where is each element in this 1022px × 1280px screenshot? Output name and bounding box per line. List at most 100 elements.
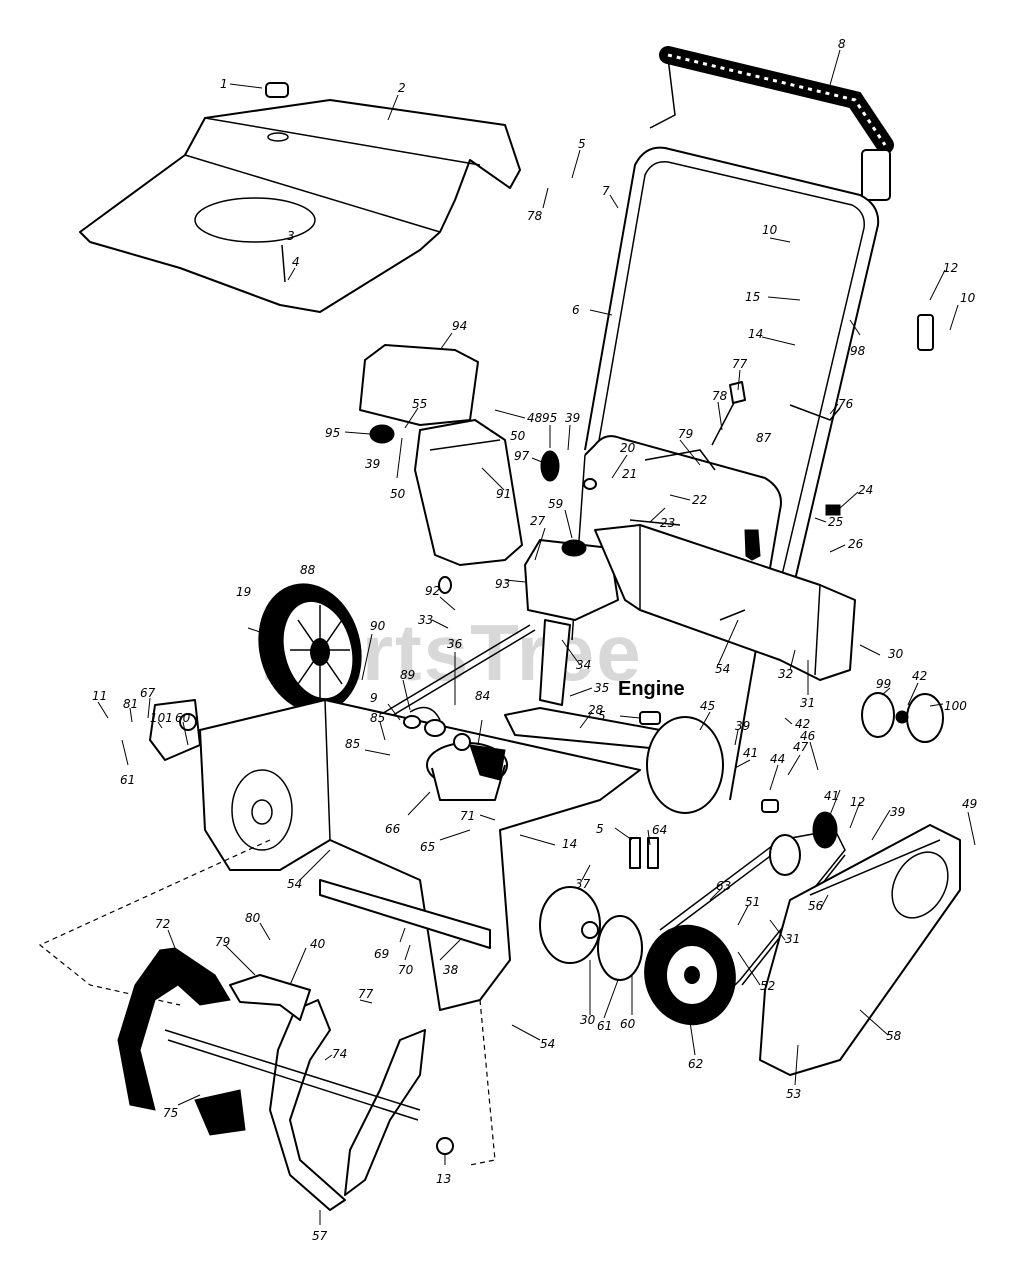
svg-text:88: 88 <box>300 563 316 577</box>
svg-text:5: 5 <box>578 137 586 151</box>
chute-deflector <box>359 344 479 426</box>
svg-text:30: 30 <box>580 1013 596 1027</box>
chute-knob-left <box>369 424 395 444</box>
callout: 80 <box>245 911 271 941</box>
svg-text:85: 85 <box>370 711 385 725</box>
callout: 12 <box>849 795 865 829</box>
svg-text:42: 42 <box>795 717 810 731</box>
svg-text:69: 69 <box>374 947 389 961</box>
callout: 4 <box>287 255 300 281</box>
callout: 28 <box>579 703 604 729</box>
svg-text:61: 61 <box>120 773 135 787</box>
callout: 62 <box>688 1021 703 1071</box>
auger-shaft-tube <box>504 707 661 749</box>
svg-text:9: 9 <box>370 691 378 705</box>
svg-text:48: 48 <box>527 411 543 425</box>
callout: 7 <box>602 184 619 209</box>
callout: 5 <box>571 137 586 179</box>
callout: 61 <box>120 739 135 787</box>
svg-text:90: 90 <box>370 619 386 633</box>
callout: 3 <box>287 229 295 243</box>
callout: 24 <box>839 483 873 509</box>
callout: 39 <box>871 805 905 841</box>
svg-text:11: 11 <box>92 689 107 703</box>
svg-text:92: 92 <box>425 584 440 598</box>
svg-text:61: 61 <box>597 1019 612 1033</box>
svg-text:13: 13 <box>436 1172 451 1186</box>
svg-text:28: 28 <box>588 703 604 717</box>
svg-text:79: 79 <box>678 427 693 441</box>
svg-text:32: 32 <box>778 667 793 681</box>
callout: 59 <box>548 497 573 539</box>
svg-text:6: 6 <box>572 303 580 317</box>
svg-text:89: 89 <box>400 668 415 682</box>
svg-text:78: 78 <box>527 209 543 223</box>
cap <box>265 82 289 98</box>
svg-text:77: 77 <box>358 987 374 1001</box>
svg-text:45: 45 <box>700 699 715 713</box>
svg-text:84: 84 <box>475 689 490 703</box>
callout: 54 <box>511 1024 555 1051</box>
callout: 77 <box>358 987 374 1004</box>
svg-text:26: 26 <box>848 537 864 551</box>
side-plate-right <box>646 716 724 814</box>
callout: 5 <box>598 709 641 723</box>
drive-pulley <box>644 924 736 1026</box>
callout: 69 <box>374 927 406 961</box>
svg-text:93: 93 <box>495 577 510 591</box>
svg-text:99: 99 <box>876 677 891 691</box>
callout: 97 <box>514 449 543 463</box>
svg-text:14: 14 <box>748 327 763 341</box>
callout: 31 <box>800 660 815 710</box>
svg-text:47: 47 <box>793 740 809 754</box>
callout: 71 <box>460 809 496 823</box>
callout: 10 <box>762 223 791 243</box>
callout: 39 <box>565 411 580 451</box>
callout: 50 <box>390 437 406 501</box>
svg-text:80: 80 <box>245 911 261 925</box>
callout: 14 <box>748 327 796 346</box>
svg-text:41: 41 <box>743 746 758 760</box>
svg-text:24: 24 <box>858 483 873 497</box>
svg-text:63: 63 <box>716 879 731 893</box>
shave-plate <box>319 879 491 949</box>
callout: 36 <box>447 637 463 705</box>
belt-cover <box>759 824 961 1076</box>
svg-text:19: 19 <box>236 585 251 599</box>
callout: 85 <box>370 711 386 741</box>
svg-text:53: 53 <box>786 1087 801 1101</box>
svg-text:95: 95 <box>325 426 340 440</box>
callout: 39 <box>734 719 750 746</box>
callout: 14 <box>519 834 577 851</box>
svg-text:10: 10 <box>762 223 778 237</box>
svg-text:38: 38 <box>443 963 459 977</box>
svg-text:22: 22 <box>692 493 707 507</box>
svg-text:41: 41 <box>824 789 839 803</box>
callout: 45 <box>699 699 715 731</box>
callout: 37 <box>575 864 591 891</box>
svg-text:44: 44 <box>770 752 785 766</box>
svg-text:75: 75 <box>163 1106 178 1120</box>
callout: 95 <box>542 411 557 448</box>
svg-text:76: 76 <box>838 397 854 411</box>
callout: 74 <box>324 1047 347 1061</box>
callout: 89 <box>400 668 415 711</box>
callout: 57 <box>312 1210 328 1243</box>
svg-text:20: 20 <box>620 441 636 455</box>
chute <box>414 419 523 566</box>
callout: 9 <box>370 691 401 721</box>
callout: 39 <box>365 457 380 471</box>
callout: 66 <box>385 791 431 836</box>
svg-text:30: 30 <box>888 647 904 661</box>
svg-text:10: 10 <box>960 291 976 305</box>
engine-label: Engine <box>618 678 685 700</box>
callout: 54 <box>715 619 739 676</box>
svg-text:54: 54 <box>540 1037 555 1051</box>
callout: 2 <box>387 81 406 121</box>
callout: 30 <box>580 960 596 1027</box>
svg-text:58: 58 <box>886 1029 902 1043</box>
svg-text:79: 79 <box>215 935 230 949</box>
svg-text:8: 8 <box>838 37 846 51</box>
callout: 60 <box>175 711 191 746</box>
callout: 33 <box>418 613 449 629</box>
